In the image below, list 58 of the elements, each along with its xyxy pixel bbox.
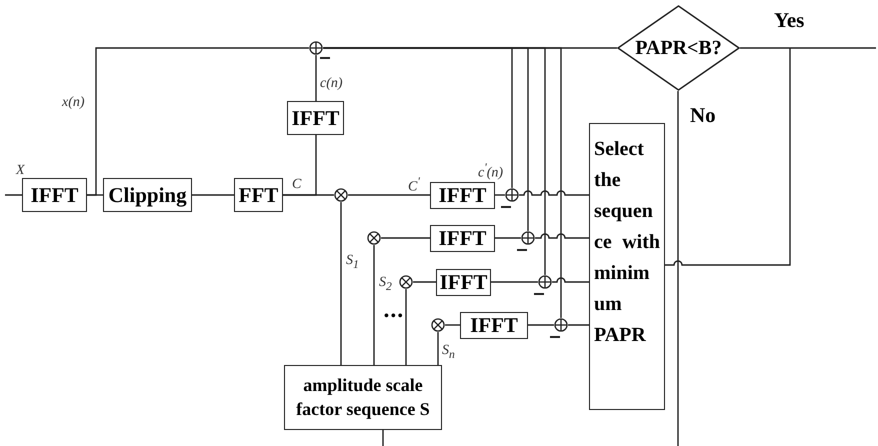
connector-line: [552, 277, 589, 283]
edge-label: x(n): [62, 96, 85, 110]
ellipsis-dots: •••: [384, 310, 405, 324]
summing-junction-icon: [554, 318, 568, 332]
connector-line: [445, 324, 460, 326]
connector-line: [495, 194, 505, 196]
connector-line: [87, 47, 309, 196]
connector-line: [381, 237, 430, 239]
connector-line: [740, 47, 876, 49]
connector-line: [491, 281, 538, 283]
multiplier-icon: [367, 231, 381, 245]
process-box: IFFT: [22, 178, 87, 212]
process-box: IFFT: [430, 225, 495, 252]
process-box: Select the sequence with minimum PAPR: [589, 123, 665, 410]
edge-label: c$^{'}$(n): [478, 162, 504, 181]
connector-line: [535, 233, 589, 239]
process-box: FFT: [234, 178, 283, 212]
connector-line: [283, 194, 334, 196]
process-box: IFFT: [287, 101, 344, 135]
summing-junction-icon: [505, 188, 519, 202]
process-box: IFFT: [430, 182, 495, 209]
summing-junction-icon: [309, 41, 323, 55]
connector-line: [665, 48, 791, 266]
signal-label: C: [292, 178, 302, 192]
multiplier-icon: [334, 188, 348, 202]
process-box: IFFT: [436, 269, 491, 296]
edge-label: No: [690, 105, 716, 126]
connector-line: [348, 194, 430, 196]
edge-label: Yes: [774, 10, 804, 31]
edge-label: C$^{'}$: [408, 176, 420, 195]
connector-line: [568, 324, 589, 326]
connector-line: [340, 202, 342, 365]
multiplier-icon: [399, 275, 413, 289]
summing-junction-icon: [538, 275, 552, 289]
edge-label: S$_{2}$: [379, 276, 392, 292]
connector-line: [315, 55, 317, 101]
process-box: amplitude scale factor sequence S: [284, 365, 442, 430]
connector-line: [519, 190, 589, 196]
connector-line: [528, 324, 554, 326]
connector-line: [677, 91, 679, 446]
decision-diamond: PAPR<B?: [617, 5, 740, 91]
process-box: IFFT: [460, 312, 528, 339]
connector-line: [413, 281, 436, 283]
edge-label: S$_{n}$: [442, 344, 455, 360]
edge-label: c(n): [320, 77, 343, 91]
connector-line: [382, 430, 384, 446]
connector-line: [5, 194, 22, 196]
multiplier-icon: [431, 318, 445, 332]
connector-line: [495, 237, 521, 239]
edge-label: S$_{1}$: [346, 254, 359, 270]
connector-line: [405, 289, 407, 365]
edge-label: X: [16, 164, 25, 178]
process-box: Clipping: [103, 178, 192, 212]
connector-line: [323, 47, 562, 318]
connector-line: [192, 194, 234, 196]
connector-line: [437, 332, 439, 365]
summing-junction-icon: [521, 231, 535, 245]
connector-line: [373, 245, 375, 365]
